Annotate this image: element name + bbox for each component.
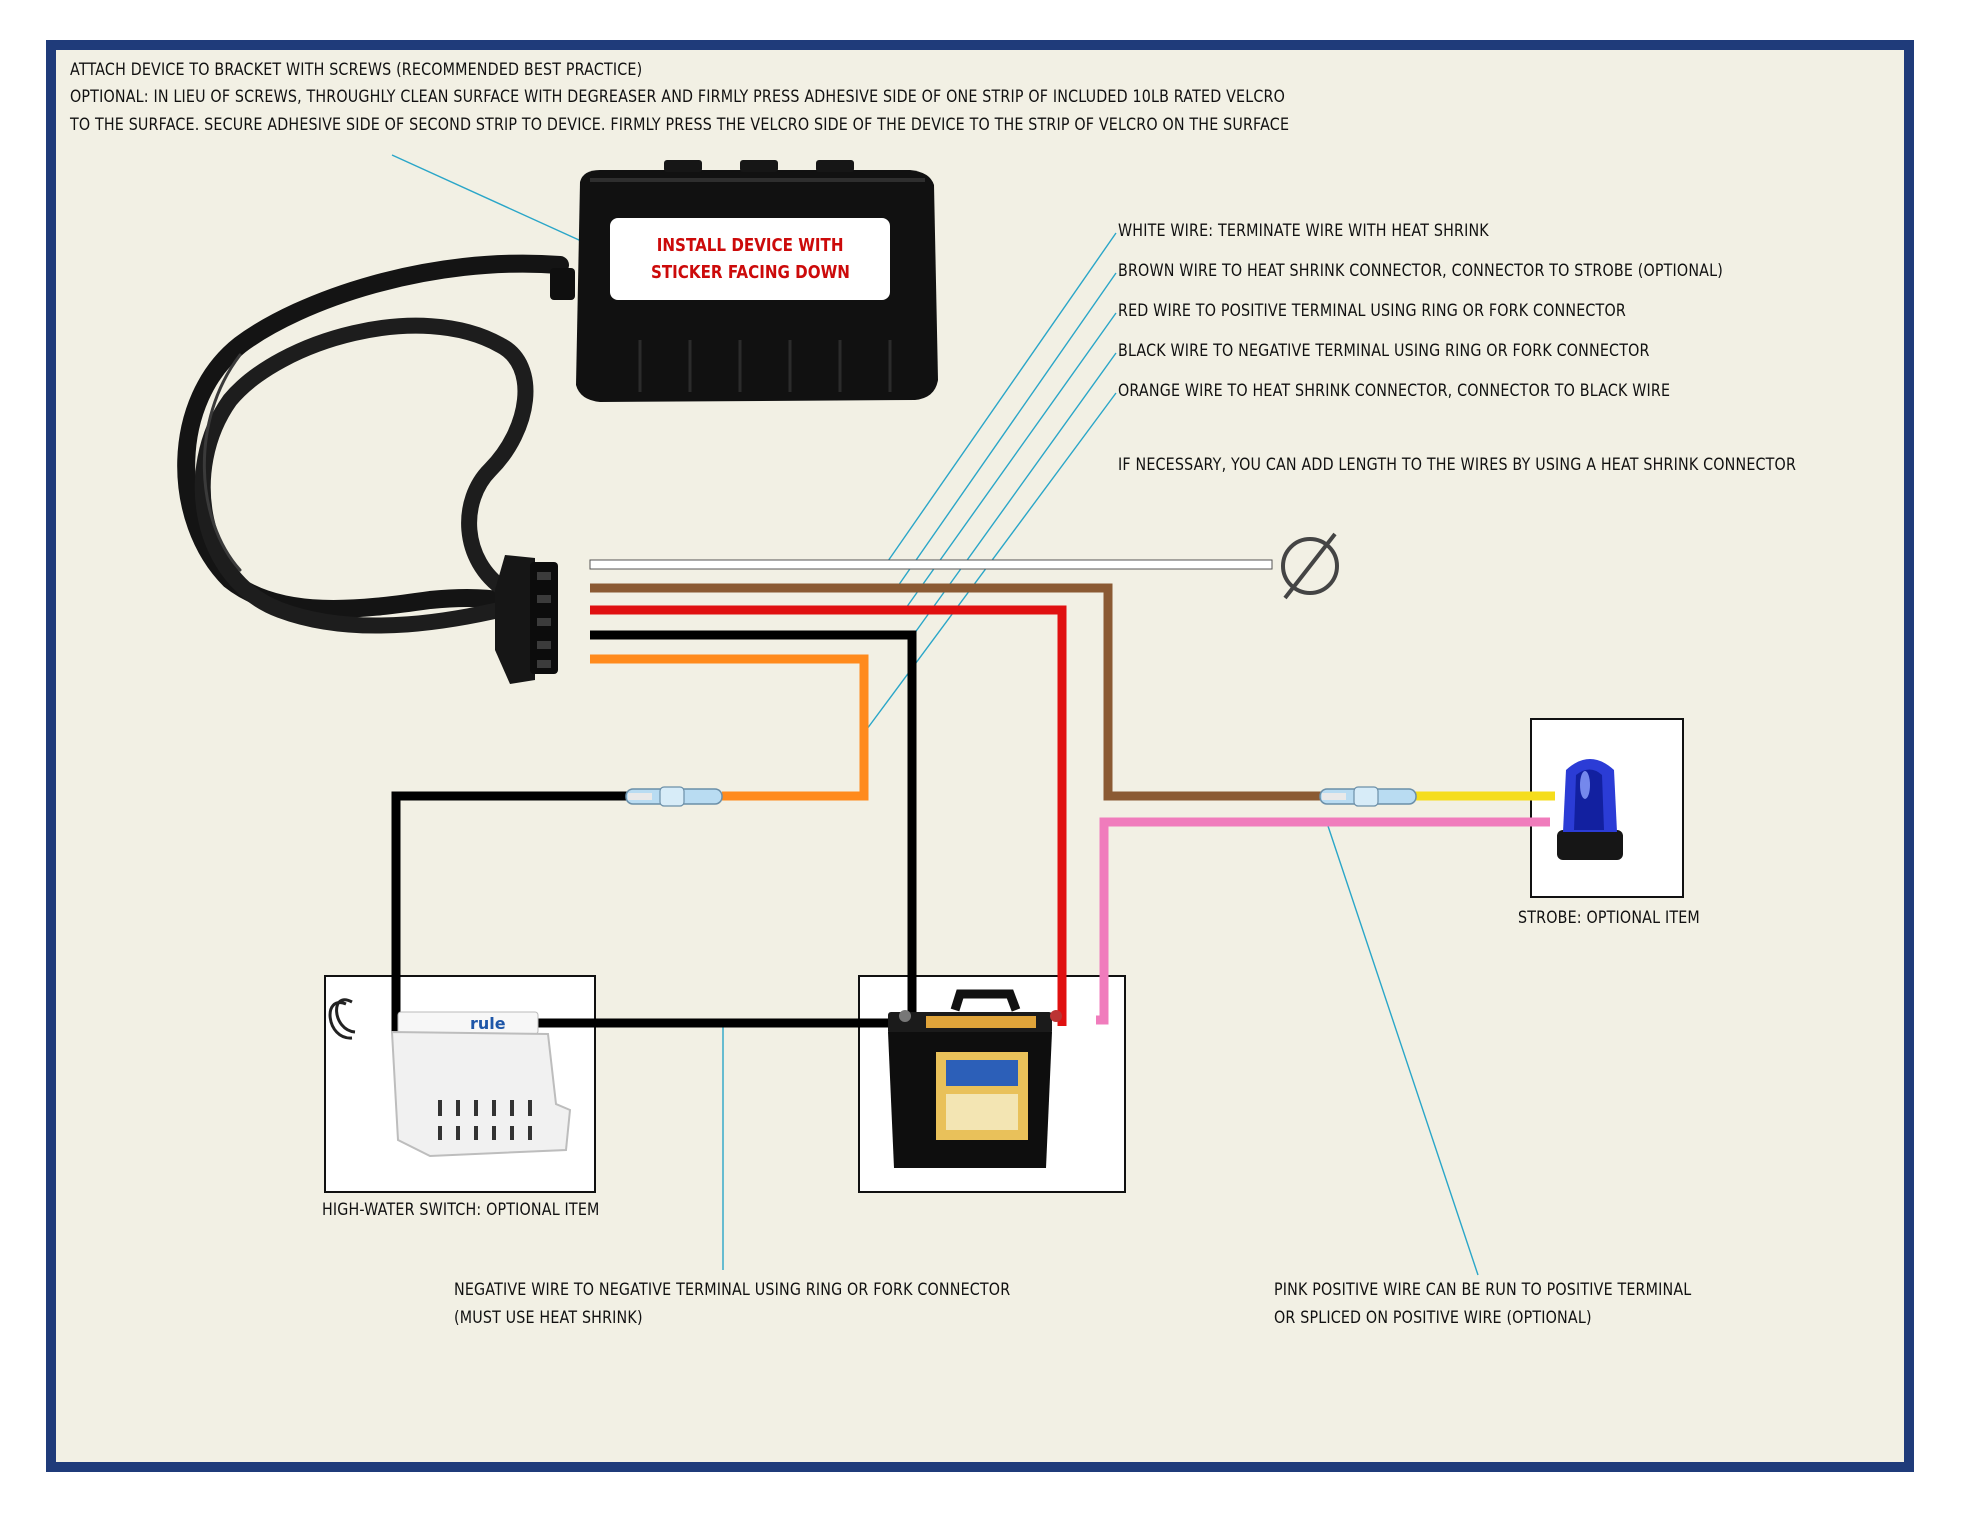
null-symbol-icon: [1281, 532, 1339, 600]
switch-label: HIGH-WATER SWITCH: OPTIONAL ITEM: [322, 1200, 600, 1220]
battery-icon: [888, 989, 1062, 1168]
device-cable: [177, 254, 569, 634]
connector-plug-icon: [495, 555, 558, 684]
sticker-line-1: INSTALL DEVICE WITH: [656, 235, 844, 256]
wire-length-note: IF NECESSARY, YOU CAN ADD LENGTH TO THE …: [1118, 455, 1797, 475]
top-note-2: OPTIONAL: IN LIEU OF SCREWS, THROUGHLY C…: [70, 87, 1285, 107]
top-note-3: TO THE SURFACE. SECURE ADHESIVE SIDE OF …: [70, 115, 1290, 135]
switch-brand-text: rule: [470, 1014, 506, 1033]
white-wire-note: WHITE WIRE: TERMINATE WIRE WITH HEAT SHR…: [1118, 221, 1489, 241]
pink-note-line-1: PINK POSITIVE WIRE CAN BE RUN TO POSITIV…: [1274, 1280, 1692, 1300]
leader-white: [887, 232, 1117, 562]
float-switch-icon: rule: [328, 998, 572, 1158]
butt-connector-icon: [625, 786, 723, 807]
splice-black-wire: [391, 791, 634, 1035]
red-wire-note: RED WIRE TO POSITIVE TERMINAL USING RING…: [1118, 301, 1626, 321]
brown-wire-note: BROWN WIRE TO HEAT SHRINK CONNECTOR, CON…: [1118, 261, 1723, 281]
leader-brown: [897, 272, 1117, 587]
red-wire: [590, 605, 1067, 1026]
sticker-line-2: STICKER FACING DOWN: [650, 262, 850, 283]
leader-device: [391, 154, 613, 256]
strobe-light-icon: [1557, 759, 1623, 860]
strobe-label: STROBE: OPTIONAL ITEM: [1518, 908, 1700, 928]
top-note-1: ATTACH DEVICE TO BRACKET WITH SCREWS (RE…: [70, 60, 643, 80]
negative-note-line-1: NEGATIVE WIRE TO NEGATIVE TERMINAL USING…: [454, 1280, 1011, 1300]
pink-wire: [1096, 817, 1550, 1025]
brown-wire: [590, 583, 1330, 801]
device-sticker: INSTALL DEVICE WITH STICKER FACING DOWN: [610, 218, 890, 300]
white-wire: [589, 559, 1273, 570]
leader-red: [905, 312, 1117, 609]
black-wire-note: BLACK WIRE TO NEGATIVE TERMINAL USING RI…: [1118, 341, 1650, 361]
leader-pink: [1327, 825, 1479, 1276]
orange-wire-note: ORANGE WIRE TO HEAT SHRINK CONNECTOR, CO…: [1118, 381, 1671, 401]
black-wire: [590, 630, 917, 1035]
negative-note-line-2: (MUST USE HEAT SHRINK): [454, 1308, 643, 1328]
pink-note-line-2: OR SPLICED ON POSITIVE WIRE (OPTIONAL): [1274, 1308, 1592, 1328]
butt-connector-icon: [1319, 786, 1417, 807]
orange-wire: [590, 654, 869, 801]
